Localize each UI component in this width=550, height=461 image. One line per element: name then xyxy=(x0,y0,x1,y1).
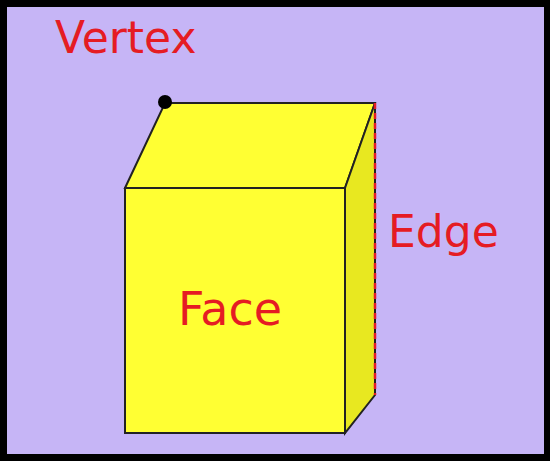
edge-highlight xyxy=(374,103,377,395)
edge-label: Edge xyxy=(388,210,499,254)
side-face xyxy=(345,103,375,433)
top-face xyxy=(125,103,375,188)
face-label: Face xyxy=(178,286,282,332)
front-face xyxy=(125,188,345,433)
background xyxy=(7,7,544,454)
vertex-dot xyxy=(158,95,172,109)
vertex-label: Vertex xyxy=(55,16,196,60)
